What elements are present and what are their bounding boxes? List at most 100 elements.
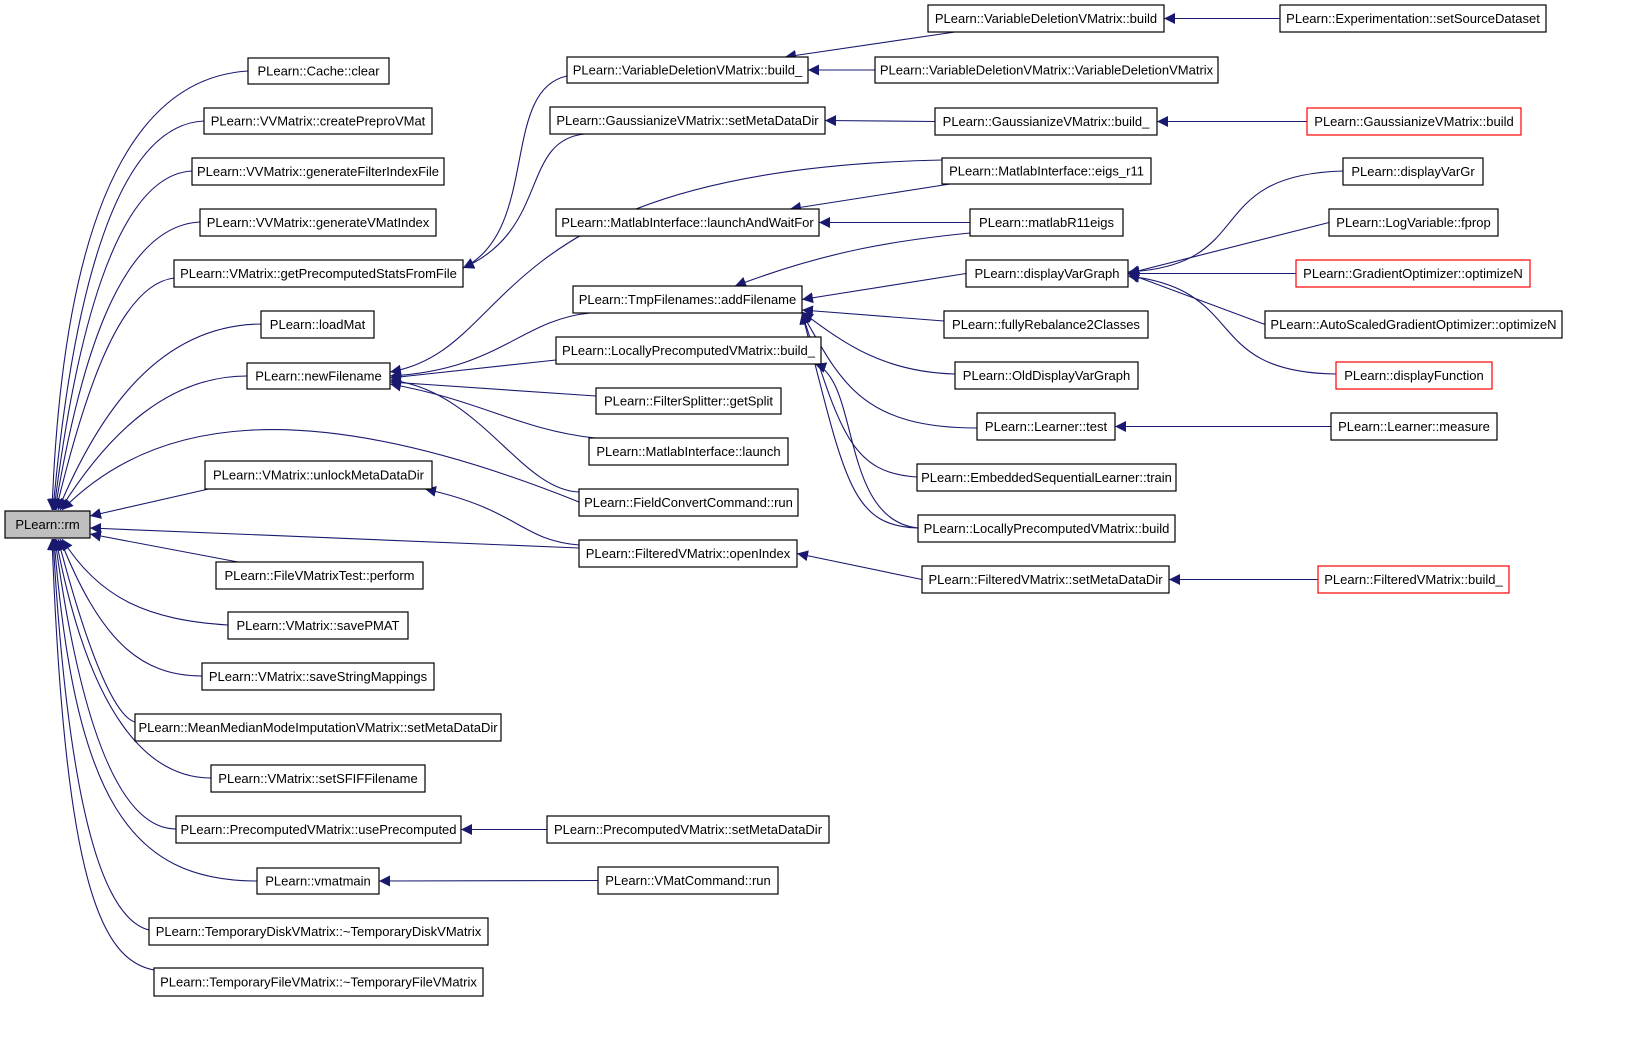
node-label: PLearn::FilteredVMatrix::openIndex <box>586 546 791 561</box>
node-box <box>1342 157 1484 186</box>
edge-vv_genFilter-to-rm <box>49 170 193 511</box>
node-vm_getPrecomp[interactable]: PLearn::VMatrix::getPrecomputedStatsFrom… <box>173 259 464 288</box>
node-label: PLearn::VMatrix::setSFIFFilename <box>218 771 417 786</box>
node-pvm_usePrecomp[interactable]: PLearn::PrecomputedVMatrix::usePrecomput… <box>175 815 462 844</box>
node-label: PLearn::Learner::measure <box>1338 419 1490 434</box>
node-fcc_run[interactable]: PLearn::FieldConvertCommand::run <box>578 488 799 517</box>
node-label: PLearn::rm <box>15 517 79 532</box>
edge-mmm_setMeta-to-rm <box>55 538 136 723</box>
node-asgo_optimizeN[interactable]: PLearn::AutoScaledGradientOptimizer::opt… <box>1264 310 1563 339</box>
node-box <box>965 259 1129 288</box>
node-label: PLearn::PrecomputedVMatrix::usePrecomput… <box>180 822 456 837</box>
node-fvmtest_perform[interactable]: PLearn::FileVMatrixTest::perform <box>215 561 424 590</box>
node-fvm_build_[interactable]: PLearn::FilteredVMatrix::build_ <box>1317 565 1510 594</box>
node-label: PLearn::VMatCommand::run <box>605 873 770 888</box>
node-fullyRebalance[interactable]: PLearn::fullyRebalance2Classes <box>943 310 1149 339</box>
node-label: PLearn::displayVarGraph <box>974 266 1119 281</box>
node-vm_savePMAT[interactable]: PLearn::VMatrix::savePMAT <box>227 611 409 640</box>
node-go_optimizeN[interactable]: PLearn::GradientOptimizer::optimizeN <box>1295 259 1531 288</box>
node-box <box>969 208 1124 237</box>
node-label: PLearn::OldDisplayVarGraph <box>963 368 1130 383</box>
node-learner_measure[interactable]: PLearn::Learner::measure <box>1330 412 1498 441</box>
node-mi_eigs[interactable]: PLearn::MatlabInterface::eigs_r11 <box>941 157 1152 185</box>
node-fvm_setMeta[interactable]: PLearn::FilteredVMatrix::setMetaDataDir <box>921 565 1170 594</box>
node-displayVarGraph[interactable]: PLearn::displayVarGraph <box>965 259 1129 288</box>
node-box <box>917 514 1176 543</box>
node-box <box>1317 565 1510 594</box>
node-loadMat[interactable]: PLearn::loadMat <box>260 310 375 339</box>
node-vmc_run[interactable]: PLearn::VMatCommand::run <box>597 866 779 895</box>
node-box <box>588 437 789 466</box>
edge-mi_eigs-to-newFilename <box>389 159 943 376</box>
edge-fullyRebalance-to-tmp_addFilename <box>801 305 945 322</box>
node-box <box>199 208 437 237</box>
node-box <box>572 285 803 314</box>
node-tfvm_dtor[interactable]: PLearn::TemporaryFileVMatrix::~Temporary… <box>153 967 484 997</box>
node-cache_clear[interactable]: PLearn::Cache::clear <box>247 57 390 85</box>
edge-tfvm_dtor-to-rm <box>46 538 155 971</box>
node-tmp_addFilename[interactable]: PLearn::TmpFilenames::addFilename <box>572 285 803 314</box>
node-box <box>1335 361 1493 390</box>
edge-displayVarGraph-to-tmp_addFilename <box>801 272 967 304</box>
node-rm[interactable]: PLearn::rm <box>4 510 91 539</box>
node-vdvm_build_[interactable]: PLearn::VariableDeletionVMatrix::build_ <box>566 56 809 84</box>
edge-fvm_openIndex-to-rm <box>89 522 580 549</box>
node-box <box>210 764 426 793</box>
node-lv_fprop[interactable]: PLearn::LogVariable::fprop <box>1328 208 1499 237</box>
node-label: PLearn::VariableDeletionVMatrix::build_ <box>573 63 803 78</box>
node-learner_test[interactable]: PLearn::Learner::test <box>976 412 1116 441</box>
node-fvm_openIndex[interactable]: PLearn::FilteredVMatrix::openIndex <box>578 539 798 568</box>
node-displayFunction[interactable]: PLearn::displayFunction <box>1335 361 1493 390</box>
node-esl_train[interactable]: PLearn::EmbeddedSequentialLearner::train <box>916 463 1177 492</box>
edge-vm_saveString-to-rm <box>58 538 203 677</box>
node-tdvm_dtor[interactable]: PLearn::TemporaryDiskVMatrix::~Temporary… <box>148 917 489 946</box>
node-lpvm_build[interactable]: PLearn::LocallyPrecomputedVMatrix::build <box>917 514 1176 543</box>
node-label: PLearn::FileVMatrixTest::perform <box>224 568 414 583</box>
edge-mi_launch-to-newFilename <box>389 380 596 439</box>
node-box <box>173 259 464 288</box>
node-matlabR11eigs[interactable]: PLearn::matlabR11eigs <box>969 208 1124 237</box>
node-displayVarGr[interactable]: PLearn::displayVarGr <box>1342 157 1484 186</box>
node-pvm_setMeta[interactable]: PLearn::PrecomputedVMatrix::setMetaDataD… <box>546 815 830 844</box>
edge-vm_getPrecomp-to-rm <box>53 277 175 511</box>
node-vm_unlock[interactable]: PLearn::VMatrix::unlockMetaDataDir <box>204 460 433 490</box>
node-label: PLearn::MatlabInterface::launchAndWaitFo… <box>561 215 814 230</box>
node-fs_getSplit[interactable]: PLearn::FilterSplitter::getSplit <box>595 387 782 415</box>
node-box <box>916 463 1177 492</box>
node-gvm_setMeta[interactable]: PLearn::GaussianizeVMatrix::setMetaDataD… <box>549 106 826 135</box>
node-vdvm_build[interactable]: PLearn::VariableDeletionVMatrix::build <box>927 4 1165 33</box>
node-label: PLearn::fullyRebalance2Classes <box>952 317 1140 332</box>
node-vm_saveString[interactable]: PLearn::VMatrix::saveStringMappings <box>201 662 435 691</box>
node-box <box>555 208 820 237</box>
node-label: PLearn::VMatrix::getPrecomputedStatsFrom… <box>180 266 457 281</box>
node-vmatmain[interactable]: PLearn::vmatmain <box>256 867 380 895</box>
node-exp_setSource[interactable]: PLearn::Experimentation::setSourceDatase… <box>1279 4 1547 33</box>
node-vm_setSFIF[interactable]: PLearn::VMatrix::setSFIFFilename <box>210 764 426 793</box>
node-label: PLearn::FieldConvertCommand::run <box>584 495 793 510</box>
node-mmm_setMeta[interactable]: PLearn::MeanMedianModeImputationVMatrix:… <box>134 713 502 742</box>
node-newFilename[interactable]: PLearn::newFilename <box>246 362 391 390</box>
edge-fcc_run-to-newFilename <box>389 375 580 493</box>
node-label: PLearn::FilterSplitter::getSplit <box>604 394 773 409</box>
node-label: PLearn::LocallyPrecomputedVMatrix::build… <box>562 343 816 358</box>
node-gvm_build[interactable]: PLearn::GaussianizeVMatrix::build <box>1306 107 1522 136</box>
node-mi_launch[interactable]: PLearn::MatlabInterface::launch <box>588 437 789 466</box>
node-label: PLearn::VVMatrix::generateFilterIndexFil… <box>197 164 439 179</box>
node-oldDisplayVarGraph[interactable]: PLearn::OldDisplayVarGraph <box>954 361 1139 390</box>
node-gvm_build_[interactable]: PLearn::GaussianizeVMatrix::build_ <box>934 107 1158 136</box>
node-vv_genVMatIndex[interactable]: PLearn::VVMatrix::generateVMatIndex <box>199 208 437 237</box>
node-box <box>954 361 1139 390</box>
node-label: PLearn::LocallyPrecomputedVMatrix::build <box>924 521 1170 536</box>
edge-lpvm_build-to-lpvm_build_ <box>814 362 919 529</box>
node-box <box>1328 208 1499 237</box>
node-vv_createPrepro[interactable]: PLearn::VVMatrix::createPreproVMat <box>203 107 433 135</box>
node-lpvm_build_[interactable]: PLearn::LocallyPrecomputedVMatrix::build… <box>555 336 822 365</box>
node-vdvm_ctor[interactable]: PLearn::VariableDeletionVMatrix::Variabl… <box>874 56 1219 84</box>
node-vv_genFilter[interactable]: PLearn::VVMatrix::generateFilterIndexFil… <box>191 157 445 186</box>
nodes: PLearn::rm PLearn::Cache::clearPLearn::VV… <box>4 4 1563 997</box>
node-box <box>1279 4 1547 33</box>
node-mi_launchWait[interactable]: PLearn::MatlabInterface::launchAndWaitFo… <box>555 208 820 237</box>
node-label: PLearn::displayVarGr <box>1351 164 1475 179</box>
edge-loadMat-to-rm <box>57 323 262 511</box>
